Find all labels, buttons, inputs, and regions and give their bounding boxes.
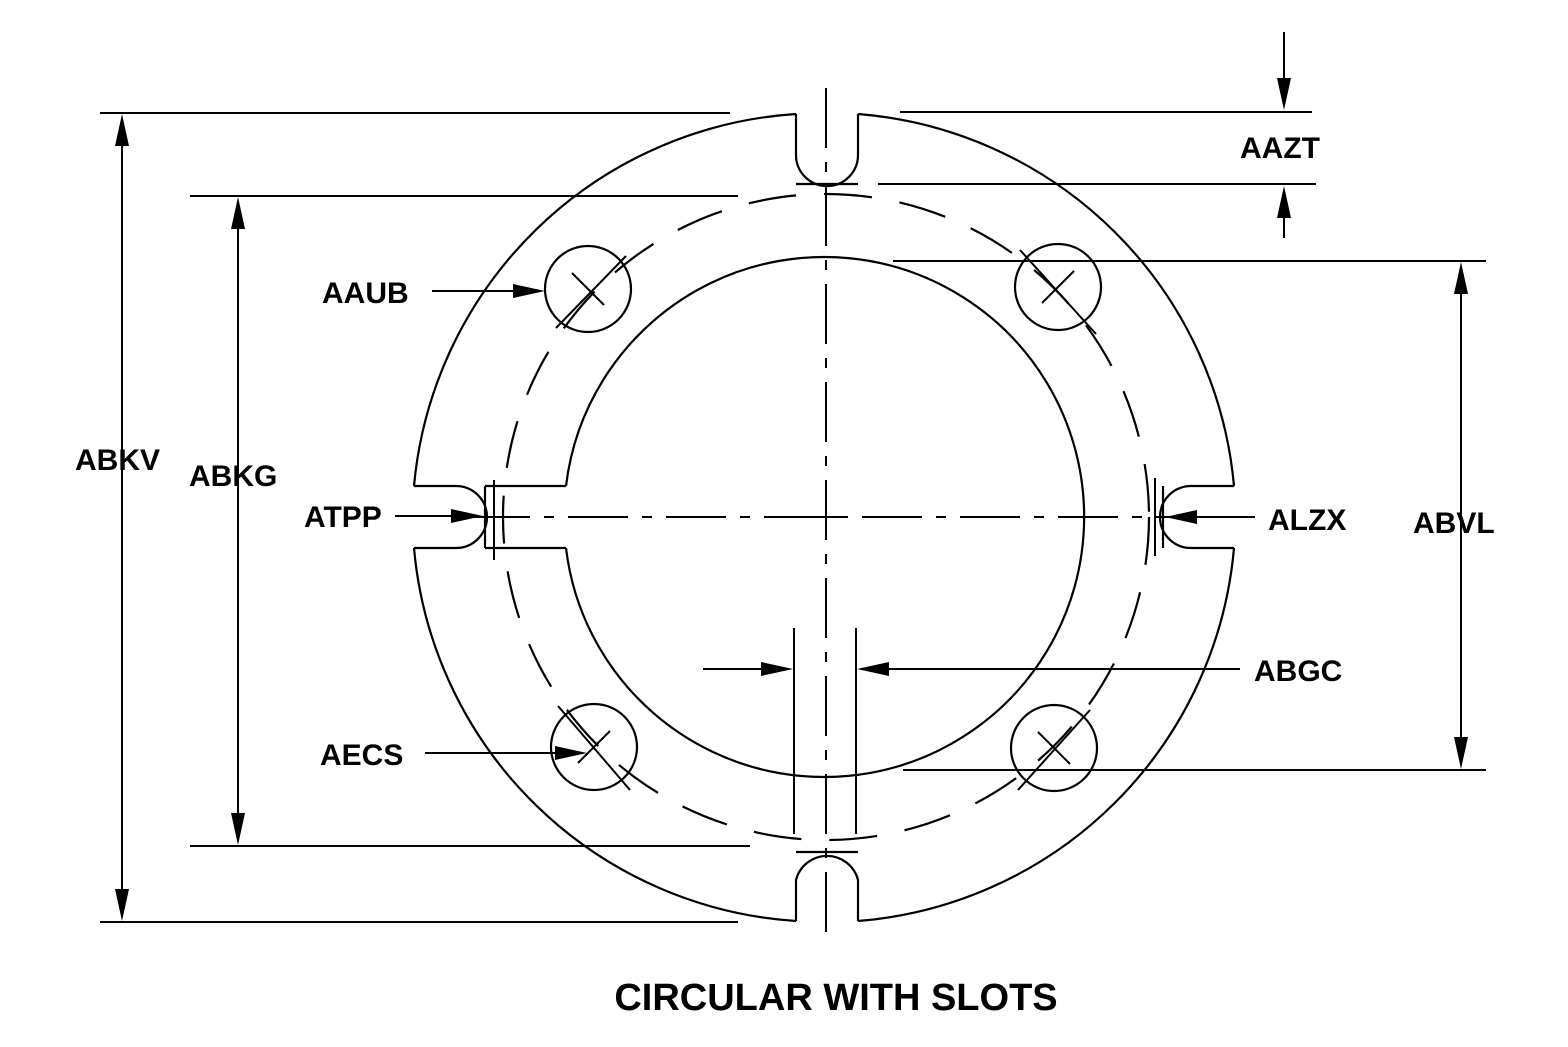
bolt-hole-top-right xyxy=(1013,242,1103,335)
leader-alzx xyxy=(1165,510,1255,524)
label-abgc: ABGC xyxy=(1254,655,1342,688)
label-aazt: AAZT xyxy=(1240,132,1320,165)
dimension-aazt xyxy=(1277,32,1291,238)
drawing-title: CIRCULAR WITH SLOTS xyxy=(614,977,1057,1019)
label-atpp: ATPP xyxy=(304,501,382,534)
label-aecs: AECS xyxy=(320,739,403,772)
dimension-abkg xyxy=(231,197,245,845)
leader-aecs xyxy=(425,746,587,760)
leader-aaub xyxy=(432,284,545,298)
dimension-abgc xyxy=(703,662,1240,676)
label-abkv: ABKV xyxy=(75,444,160,477)
label-abvl: ABVL xyxy=(1413,507,1495,540)
label-abkg: ABKG xyxy=(189,460,277,493)
bolt-hole-bottom-left xyxy=(549,702,639,792)
flange-outline xyxy=(412,112,1236,923)
extension-lines xyxy=(100,111,1486,923)
leader-atpp xyxy=(395,509,483,523)
dimension-abkv xyxy=(115,114,129,921)
dimension-abvl xyxy=(1454,262,1468,769)
bolt-hole-top-left xyxy=(543,244,633,334)
label-alzx: ALZX xyxy=(1268,504,1346,537)
bolt-hole-bottom-right xyxy=(1009,703,1099,793)
centerlines xyxy=(470,88,1180,936)
label-aaub: AAUB xyxy=(322,277,409,310)
